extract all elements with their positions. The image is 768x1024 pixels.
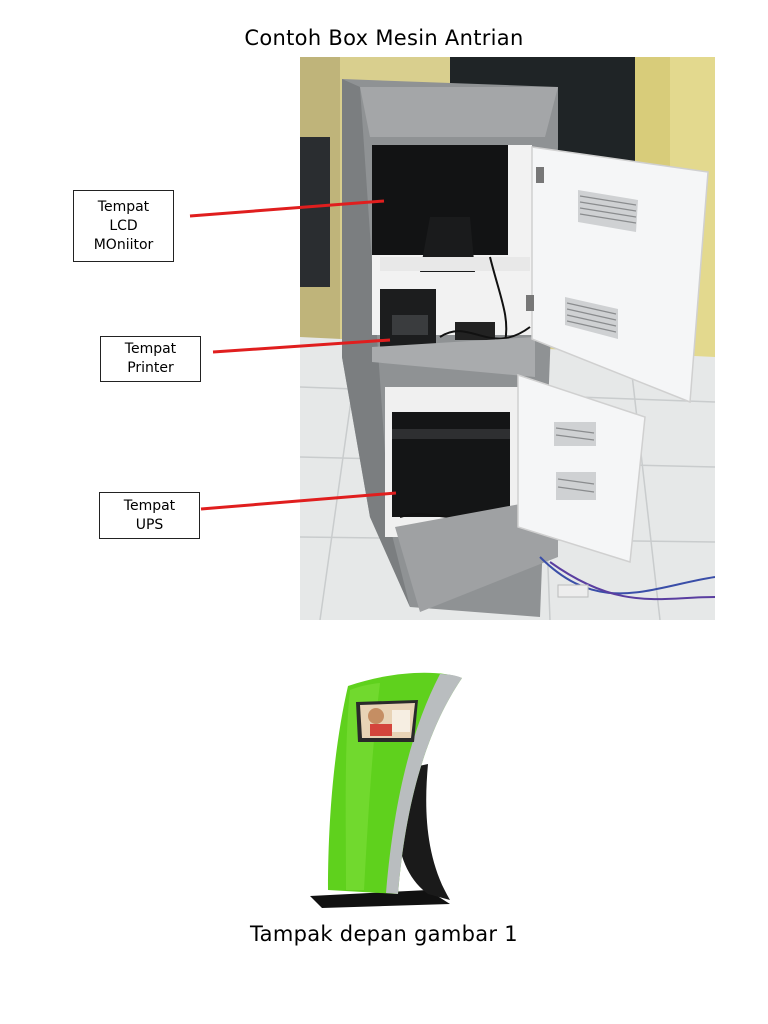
callout-lcd-line-1: Tempat — [97, 198, 150, 215]
callout-printer-line-2: Printer — [127, 360, 174, 376]
callout-lcd-monitor: Tempat LCD MOniitor — [73, 190, 174, 262]
callout-lcd-line-2: LCD — [109, 217, 138, 234]
kiosk-illustration — [310, 672, 462, 908]
callout-printer: Tempat Printer — [100, 336, 201, 382]
page-title: Contoh Box Mesin Antrian — [244, 26, 524, 50]
callout-lcd-line-3: MOniitor — [93, 236, 154, 253]
cabinet-illustration — [300, 57, 715, 620]
figure-caption: Tampak depan gambar 1 — [250, 922, 518, 946]
callout-printer-line-1: Tempat — [124, 341, 177, 357]
callout-ups: Tempat UPS — [99, 492, 200, 539]
cabinet-photo — [300, 57, 715, 620]
callout-ups-line-2: UPS — [135, 516, 164, 533]
callout-ups-line-1: Tempat — [123, 497, 176, 514]
